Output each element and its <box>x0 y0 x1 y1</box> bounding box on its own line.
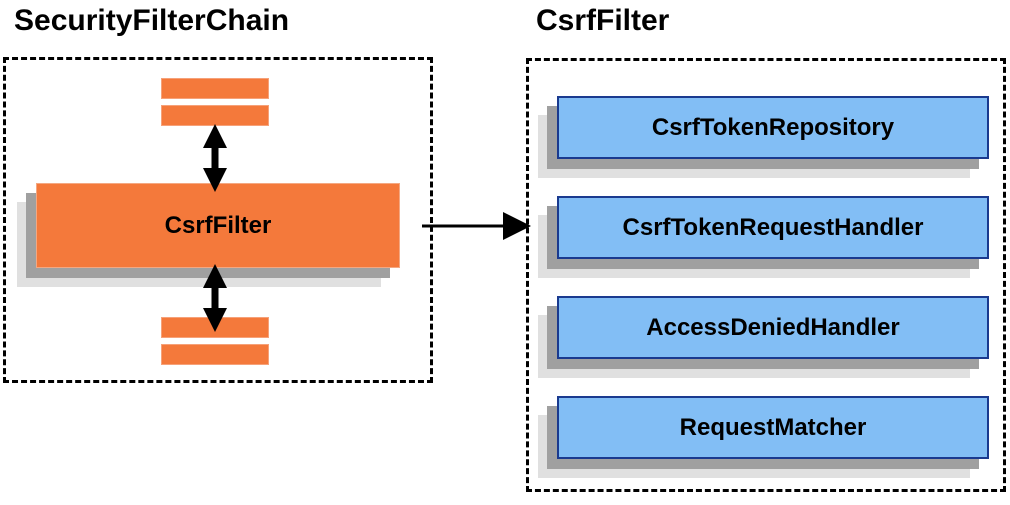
csrf-filter-box[interactable]: CsrfFilter <box>17 183 400 287</box>
collaborator-label: RequestMatcher <box>557 396 989 459</box>
collaborator-label: CsrfTokenRequestHandler <box>557 196 989 259</box>
collaborator-box-csrf-token-repository[interactable]: CsrfTokenRepository <box>538 96 989 178</box>
panel-csrf-filter-collaborators <box>526 58 1006 492</box>
filter-placeholder-bar-2 <box>161 105 269 126</box>
panel-security-filter-chain <box>3 57 433 383</box>
collaborator-label: CsrfTokenRepository <box>557 96 989 159</box>
collaborator-box-request-matcher[interactable]: RequestMatcher <box>538 396 989 478</box>
csrf-filter-box-label: CsrfFilter <box>36 183 400 268</box>
collaborator-box-csrf-token-request-handler[interactable]: CsrfTokenRequestHandler <box>538 196 989 278</box>
collaborator-label: AccessDeniedHandler <box>557 296 989 359</box>
panel-title-csrf-filter: CsrfFilter <box>536 4 670 37</box>
expand-arrow-right-icon <box>422 212 531 240</box>
filter-placeholder-bar-4 <box>161 344 269 365</box>
panel-title-security-filter-chain: SecurityFilterChain <box>14 4 290 37</box>
filter-placeholder-bar-1 <box>161 78 269 99</box>
filter-placeholder-bar-3 <box>161 317 269 338</box>
collaborator-box-access-denied-handler[interactable]: AccessDeniedHandler <box>538 296 989 378</box>
